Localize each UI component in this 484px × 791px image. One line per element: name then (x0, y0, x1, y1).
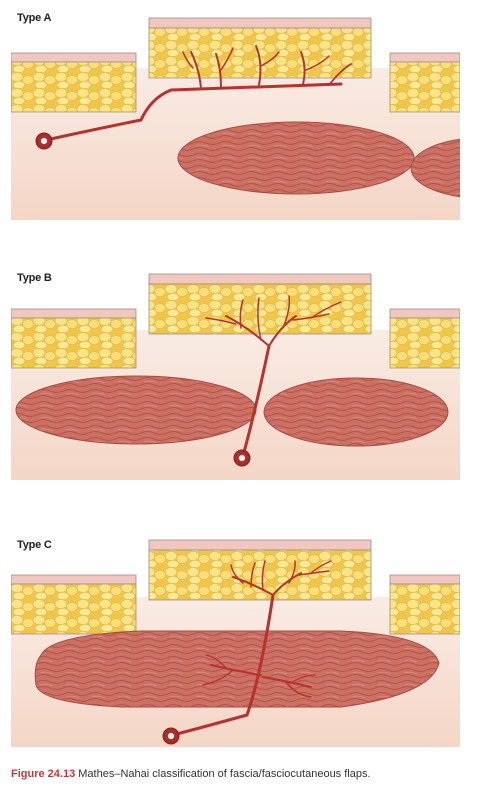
skin-block-right (389, 574, 460, 635)
caption-text: Mathes–Nahai classification of fascia/fa… (78, 768, 371, 780)
panel-type-b: Type B (11, 268, 460, 480)
vessel (44, 45, 352, 142)
skin-block-left (11, 308, 137, 369)
muscle (263, 377, 449, 447)
skin-block-center (148, 273, 372, 335)
type-a-illustration (11, 8, 460, 220)
vessel-cross-section (233, 449, 251, 467)
figure-caption: Figure 24.13 Mathes–Nahai classification… (11, 768, 371, 780)
panel-label: Type A (17, 12, 52, 24)
type-b-illustration (11, 268, 460, 480)
type-c-illustration (11, 535, 460, 747)
skin-block-left (11, 574, 137, 635)
vessel-cross-section (35, 132, 53, 150)
skin-block-right (389, 52, 460, 113)
vessel-cross-section (162, 727, 180, 745)
skin-block-center (148, 539, 372, 601)
skin-block-left (11, 52, 137, 113)
muscle (34, 630, 440, 708)
vessel (205, 295, 342, 458)
muscle (410, 138, 460, 198)
panel-type-a: Type A (11, 8, 460, 220)
figure-number: Figure 24.13 (11, 768, 76, 780)
panel-type-c: Type C (11, 535, 460, 747)
panel-label: Type C (17, 539, 52, 551)
muscle (177, 121, 415, 195)
muscle (15, 375, 257, 445)
panel-label: Type B (17, 272, 52, 284)
skin-block-right (389, 308, 460, 369)
vessel (171, 560, 332, 737)
